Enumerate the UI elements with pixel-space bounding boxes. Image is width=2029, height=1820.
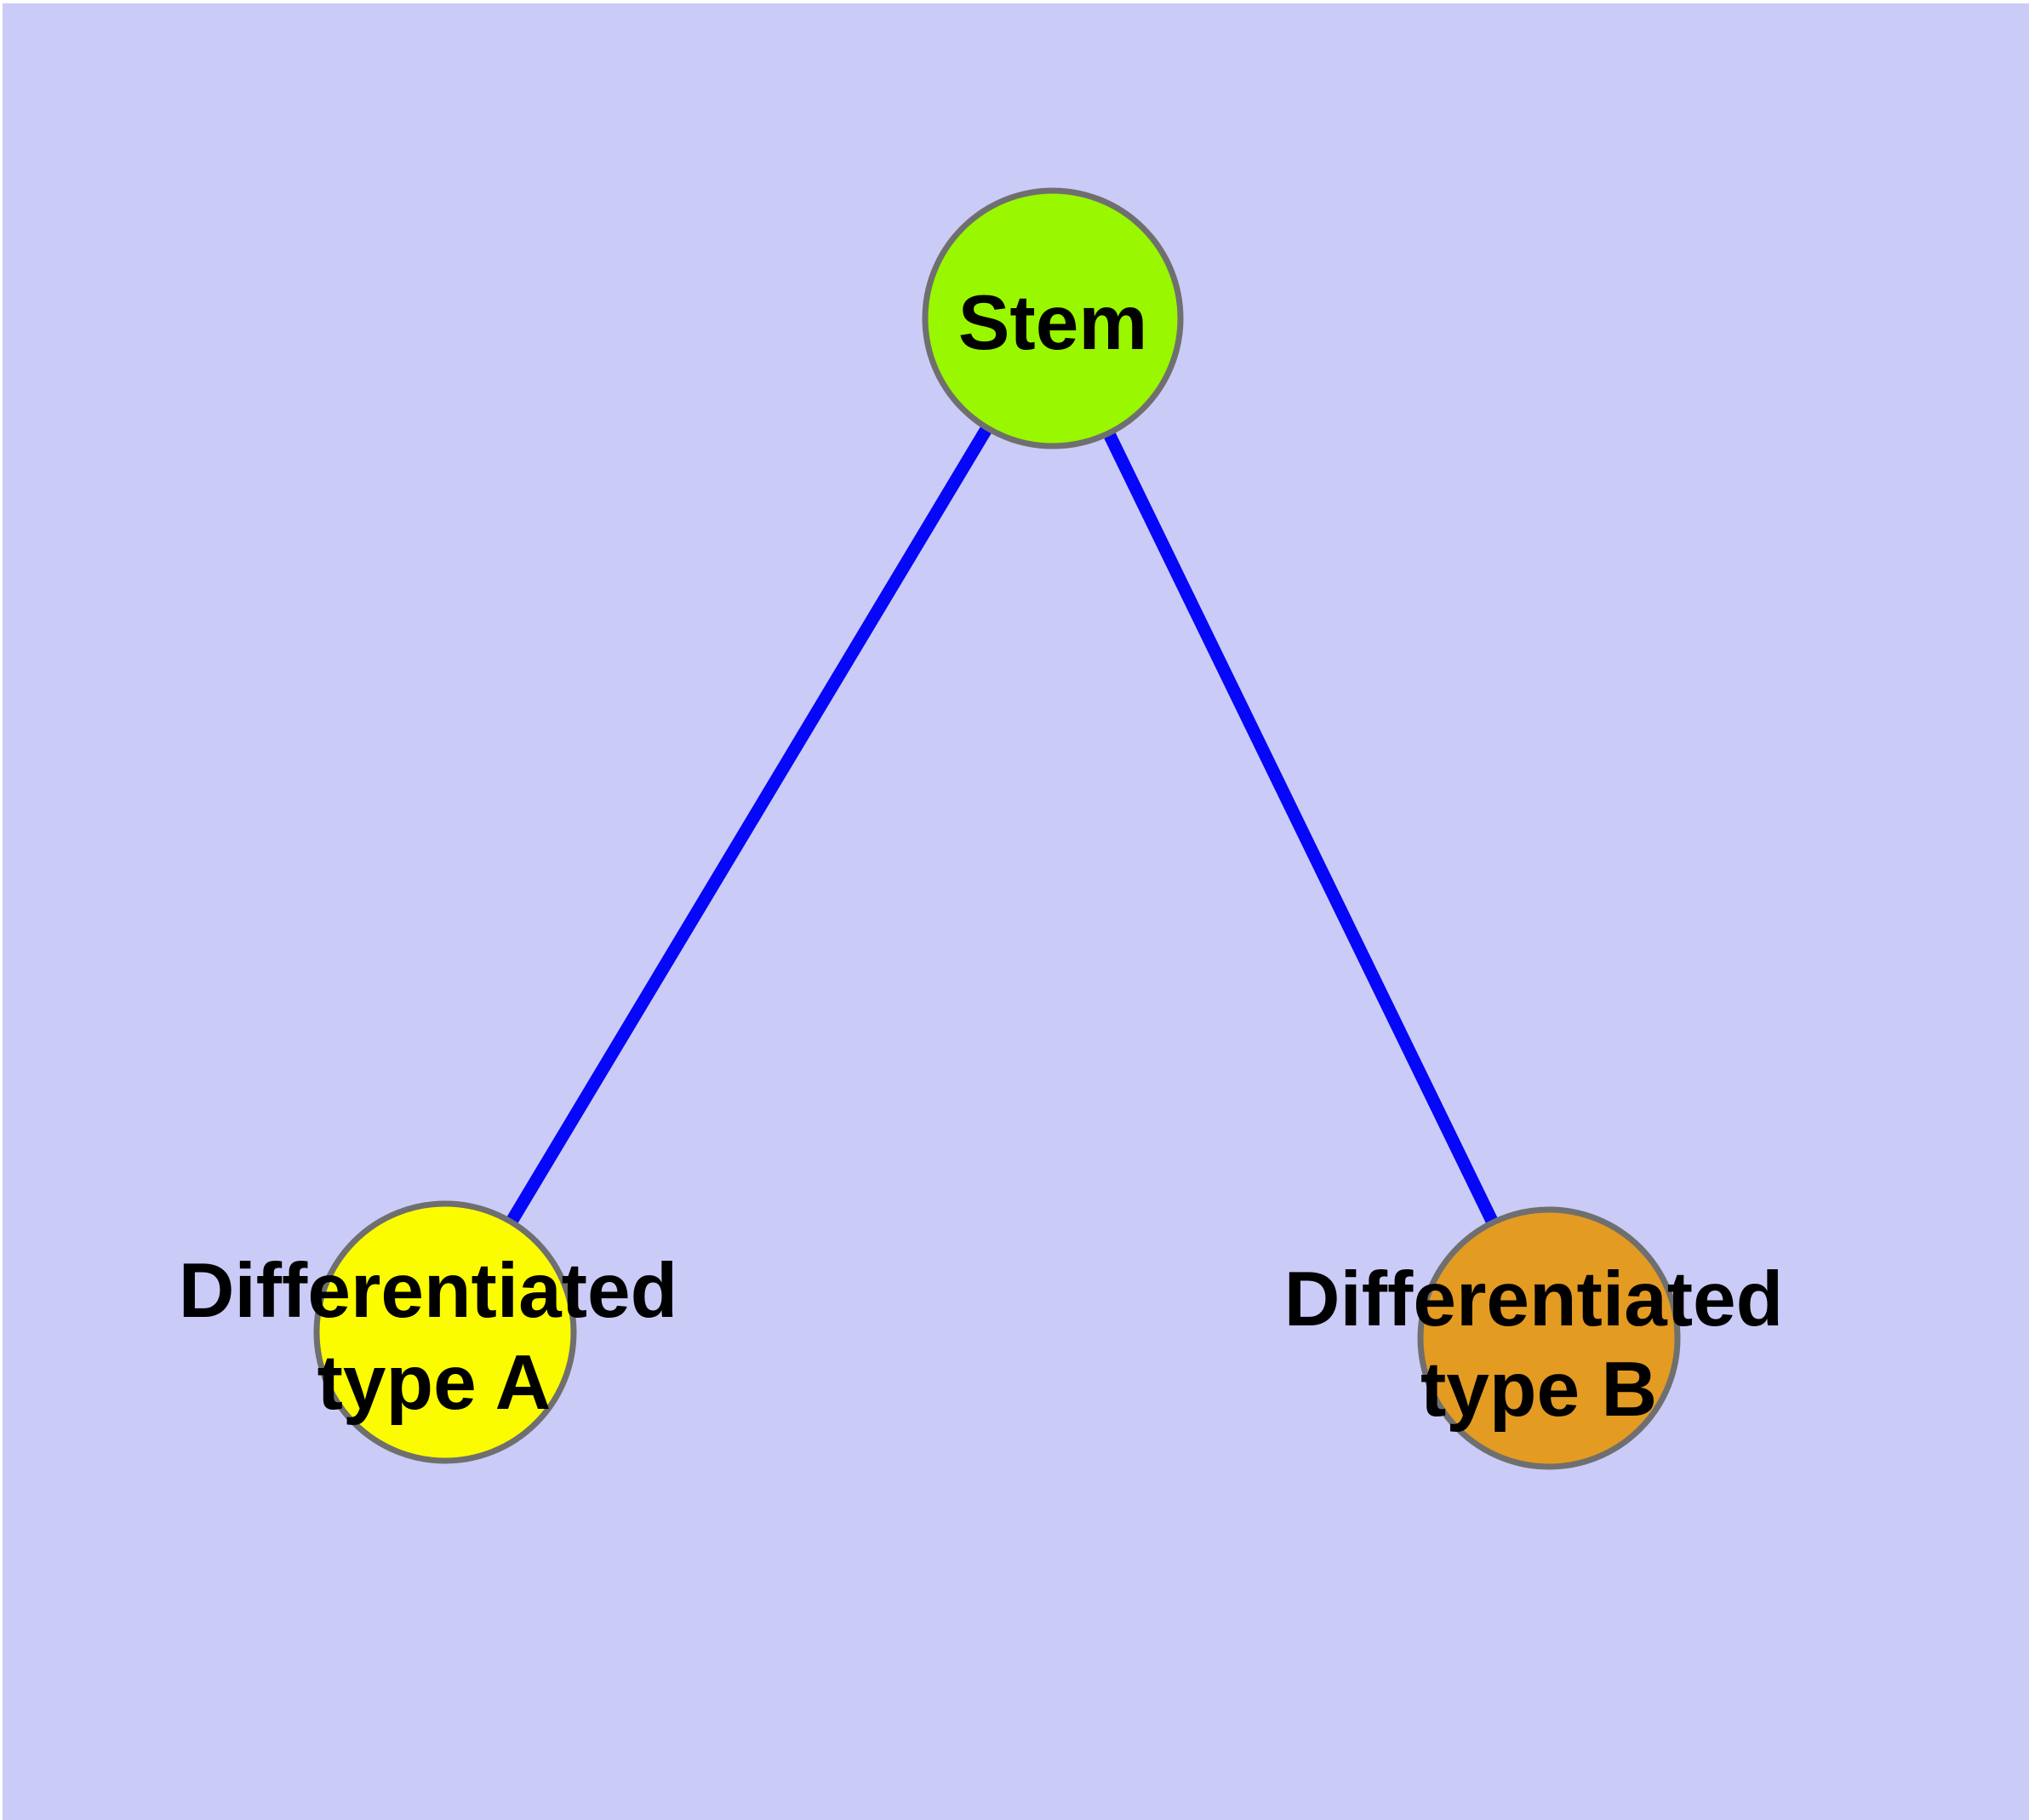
edge-stem-to-type-a — [439, 315, 1059, 1336]
node-type-a-label-line1: Differentiated — [179, 1248, 678, 1334]
canvas-margin-top — [0, 0, 2029, 3]
node-stem-label: Stem — [958, 280, 1148, 366]
node-type-a — [313, 1200, 577, 1464]
node-type-b-label-line1: Differentiated — [1284, 1256, 1784, 1342]
canvas-margin-left — [0, 0, 3, 1820]
node-type-b — [1417, 1206, 1681, 1470]
node-type-a-label-line2: type A — [317, 1340, 552, 1426]
edge-stem-to-type-b — [1047, 315, 1555, 1342]
node-type-b-label-line2: type B — [1420, 1347, 1657, 1433]
node-stem — [922, 187, 1184, 449]
